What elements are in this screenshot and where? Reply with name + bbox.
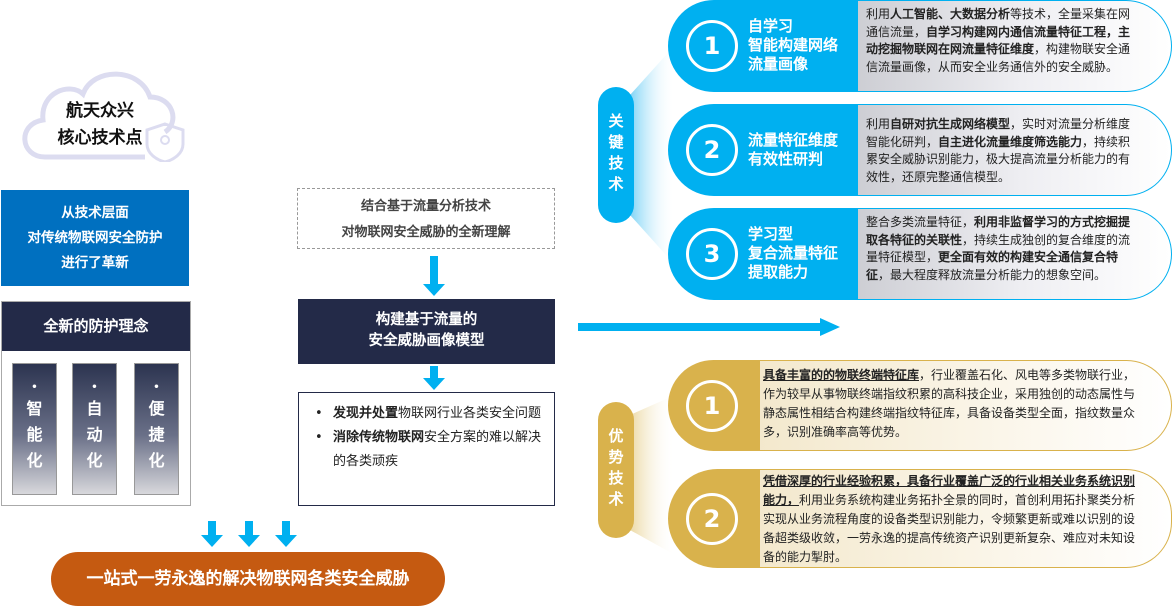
body-text: 利用 [866, 117, 891, 131]
title-line: 核心技术点 [57, 128, 143, 148]
t: 流量特征维度 [748, 131, 839, 149]
card-description: 具备丰富的的物联终端特征库，行业覆盖石化、风电等多类物联行业，作为较早从事物联终… [753, 360, 1172, 451]
core-tech-title: 航天众兴 核心技术点 [20, 98, 180, 152]
text-line: 结合基于流量分析技术 [360, 199, 491, 214]
emphasis-text: 发现并处置 [333, 406, 399, 421]
char: 化 [148, 451, 165, 470]
char: 优 [608, 427, 624, 445]
t: 复合流量特征 [748, 244, 839, 262]
card-title: 自学习智能构建网络流量画像 [748, 17, 838, 74]
down-arrow-icon [423, 256, 445, 296]
char: 化 [26, 451, 43, 470]
char: 关 [608, 112, 624, 130]
model-box: 构建基于流量的 安全威胁画像模型 [298, 299, 555, 364]
text-line: 进行了革新 [61, 255, 129, 271]
card-title: 流量特征维度有效性研判 [748, 131, 838, 169]
char: 势 [608, 448, 624, 466]
emphasis-text: 自研对抗生成网络模型 [890, 117, 1011, 131]
emphasis-text: 具备丰富的的物联终端特征库 [763, 368, 920, 382]
t: 自学习 [748, 17, 794, 35]
t: 提取能力 [748, 263, 809, 281]
adv-tech-label: 优势技术 [598, 402, 634, 538]
body-text: ，持续生成独创的复合维度的流量特征模型， [866, 232, 1131, 265]
emphasis-text: 更全面有效的构建安全通信复合特征 [866, 250, 1119, 282]
text-line: 构建基于流量的 [375, 312, 478, 328]
text-line: 对物联网安全威胁的全新理解 [341, 225, 511, 240]
card-description: 整合多类流量特征，利用非监督学习的方式挖掘提取各特征的关联性，持续生成独创的复合… [838, 208, 1172, 300]
text-line: 安全威胁画像模型 [368, 333, 485, 349]
title-line: 航天众兴 [66, 101, 134, 121]
emphasis-text: 凭借深厚的行业经验积累，具备行业覆盖广泛的行业相关业务系统识别能力， [763, 474, 1136, 507]
concept-column-automated: •自动化 [72, 363, 117, 495]
body-text: ，实时对流量分析维度智能化研判， [866, 117, 1131, 149]
body-text: ，行业覆盖石化、风电等多类物联行业，作为较早从事物联终端指纹积累的高科技企业，采… [763, 368, 1136, 439]
understanding-box: 结合基于流量分析技术 对物联网安全威胁的全新理解 [297, 188, 555, 249]
concept-title: 全新的防护理念 [2, 302, 190, 351]
t: 学习型 [748, 225, 794, 243]
char: 智 [26, 399, 43, 418]
body-text: ，构建物联安全通信流量画像，从而安全业务通信外的安全威胁。 [866, 42, 1131, 74]
tech-innovation-box: 从技术层面 对传统物联网安全防护 进行了革新 [1, 190, 189, 286]
t: 智能构建网络 [748, 36, 839, 54]
outcome-bullets: 发现并处置物联网行业各类安全问题 消除传统物联网安全方案的难以解决的各类顽疾 [298, 392, 555, 506]
key-tech-label: 关键技术 [598, 87, 634, 223]
adv-tech-connector [630, 395, 675, 555]
key-tech-card-1: 利用人工智能、大数据分析等技术，全量采集在网通信流量，自学习构建网内通信流量特征… [668, 0, 1172, 92]
char: 键 [608, 133, 624, 151]
bullet-item: 发现并处置物联网行业各类安全问题 [313, 402, 544, 426]
adv-tech-card-1: 具备丰富的的物联终端特征库，行业覆盖石化、风电等多类物联行业，作为较早从事物联终… [668, 360, 1172, 451]
number-badge: 1 [686, 379, 738, 432]
number-badge: 1 [686, 20, 738, 72]
char: 自 [86, 399, 103, 418]
concept-column-convenient: •便捷化 [134, 363, 179, 495]
body-text: 物联网行业各类安全问题 [398, 406, 542, 421]
emphasis-text: 自学习构建网内通信流量特征工程，主动挖掘物联网在网流量特征维度 [866, 24, 1131, 57]
char: 化 [86, 451, 103, 470]
card-title: 学习型复合流量特征提取能力 [748, 225, 838, 282]
char: 技 [608, 469, 624, 487]
text-line: 对传统物联网安全防护 [27, 230, 163, 246]
number-badge: 2 [686, 492, 738, 545]
t: 有效性研判 [748, 150, 824, 168]
down-arrow-icon [275, 521, 297, 547]
down-arrow-icon [238, 521, 260, 547]
concept-column-intelligent: •智能化 [12, 363, 57, 495]
char: 捷 [148, 425, 165, 444]
emphasis-text: 利用非监督学习的方式挖掘提取各特征的关联性 [866, 215, 1131, 247]
char: 术 [608, 175, 624, 193]
cloud-shield-icon [22, 71, 185, 162]
emphasis-text: 人工智能、大数据分析 [890, 7, 1011, 21]
key-tech-connector [630, 45, 675, 265]
char: 便 [148, 399, 165, 418]
adv-tech-card-2: 凭借深厚的行业经验积累，具备行业覆盖广泛的行业相关业务系统识别能力，利用业务系统… [668, 469, 1172, 568]
char: 技 [608, 154, 624, 172]
body-text: 安全方案的难以解决的各类顽疾 [333, 430, 542, 469]
result-banner: 一站式一劳永逸的解决物联网各类安全威胁 [51, 552, 445, 606]
bullet-item: 消除传统物联网安全方案的难以解决的各类顽疾 [313, 426, 544, 474]
protection-concept-panel: 全新的防护理念 •智能化 •自动化 •便捷化 [1, 301, 191, 506]
number-badge: 2 [686, 124, 738, 176]
key-tech-card-3: 整合多类流量特征，利用非监督学习的方式挖掘提取各特征的关联性，持续生成独创的复合… [668, 208, 1172, 300]
body-text: 整合多类流量特征， [866, 215, 975, 229]
number-badge: 3 [686, 228, 738, 280]
body-text: 利用 [866, 7, 891, 21]
card-description: 凭借深厚的行业经验积累，具备行业覆盖广泛的行业相关业务系统识别能力，利用业务系统… [753, 469, 1172, 568]
right-arrow-icon [578, 318, 840, 336]
body-text: 等技术，全量采集在网通信流量， [866, 7, 1131, 39]
text-line: 从技术层面 [61, 205, 129, 221]
down-arrow-icon [201, 521, 223, 547]
body-text: 利用业务系统构建业务拓扑全景的同时，首创利用拓扑聚类分析实现从业务流程角度的设备… [763, 493, 1136, 564]
char: 术 [608, 490, 624, 508]
card-description: 利用人工智能、大数据分析等技术，全量采集在网通信流量，自学习构建网内通信流量特征… [838, 0, 1172, 92]
down-arrow-icon [423, 366, 445, 390]
body-text: ，持续积累安全威胁识别能力，极大提高流量分析能力的有效性，还原完整通信模型。 [866, 134, 1131, 184]
card-description: 利用自研对抗生成网络模型，实时对流量分析维度智能化研判，自主进化流量维度筛选能力… [838, 104, 1172, 196]
emphasis-text: 自主进化流量维度筛选能力 [938, 134, 1083, 149]
body-text: ，最大程度释放流量分析能力的想象空间。 [878, 267, 1107, 282]
key-tech-card-2: 利用自研对抗生成网络模型，实时对流量分析维度智能化研判，自主进化流量维度筛选能力… [668, 104, 1172, 196]
char: 动 [86, 425, 103, 444]
t: 流量画像 [748, 55, 809, 73]
emphasis-text: 消除传统物联网 [333, 430, 425, 445]
char: 能 [26, 425, 43, 444]
